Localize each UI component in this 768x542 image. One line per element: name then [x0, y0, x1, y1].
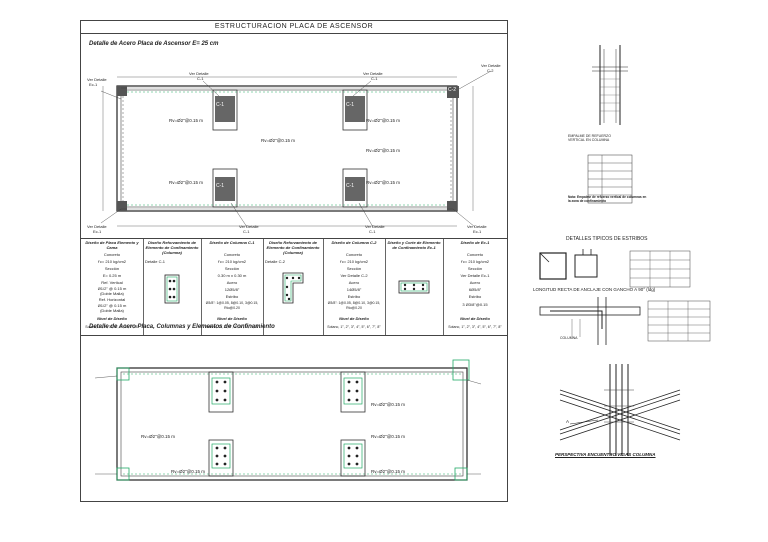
plan1-ver-detalle-bl: Ver Detalle [87, 224, 107, 229]
drawing-sheet: ESTRUCTURACION PLACA DE ASCENSOR Detalle… [80, 20, 508, 502]
empalme-label: EMPALME DE REFUERZO VERTICAL EN COLUMNA [568, 134, 611, 142]
plan1-c1-ref-b: C-1 [371, 76, 378, 81]
plan1-title: Detalle de Acero Placa de Ascensor E= 25… [89, 41, 219, 47]
plan1-c1-label-a: C-1 [216, 102, 225, 108]
perspectiva-detail [559, 364, 681, 456]
plan2-rebar-4: Rv=Ø2"@0.15 m [171, 469, 206, 474]
plan1-ver-detalle-tl: Ver Detalle [87, 77, 107, 82]
plan1-c1-ref-a: C-1 [197, 76, 204, 81]
design-table: Diseño de Placa Elemento y Cama Concreto… [81, 238, 507, 336]
sheet-title: ESTRUCTURACION PLACA DE ASCENSOR [81, 21, 507, 34]
plan1-c1-label-d: C-1 [346, 183, 355, 189]
plan1-drawing [100, 70, 492, 228]
table-col-columna-c2: Diseño de Columna C-2 Concreto f'c= 210 … [323, 239, 386, 335]
a-label: A [566, 419, 570, 424]
plan1-c2-label: C-2 [448, 87, 457, 93]
plan1-c2-ref: C-2 [487, 68, 494, 73]
plan1-rebar-5: Rv=Ø2"@0.15 m [169, 180, 204, 185]
plan1-ver-detalle-c1a: Ver Detalle [189, 71, 209, 76]
table-col-reforz-c1: Diseño Reforzamiento de Elemento de Conf… [143, 239, 202, 335]
plan1-rebar-3: Rv=Ø2"@0.15 m [366, 118, 401, 123]
plan1-rebar-2: Rv=Ø2"@0.15 m [261, 138, 296, 143]
plan2-rebar-1: Rv=Ø2"@0.15 m [371, 402, 406, 407]
plan2-rebar-2: Rv=Ø2"@0.15 m [141, 434, 176, 439]
plan2-title: Detalle de Acero Placa, Columnas y Eleme… [89, 324, 275, 330]
table-col-placa: Diseño de Placa Elemento y Cama Concreto… [81, 239, 144, 335]
plan1-ec1-br: Ec-1 [473, 229, 482, 234]
c2-section-sketch [282, 272, 304, 304]
columna-label: COLUMNA [560, 336, 578, 340]
ec1-section-sketch [398, 280, 430, 294]
empalme-nota: Nota: Empalme de refuerzo vertical de co… [568, 195, 647, 203]
anclaje-title: LONGITUD RECTA DE ANCLAJE CON GANCHO A 9… [533, 287, 656, 292]
plan1-ver-detalle-c2: Ver Detalle [481, 63, 501, 68]
plan1-c1-label-c: C-1 [216, 183, 225, 189]
plan1-rebar-1: Rv=Ø2"@0.15 m [169, 118, 204, 123]
plan1-rebar-6: Rv=Ø2"@0.15 m [366, 180, 401, 185]
empalme-detail [587, 45, 633, 204]
table-col-reforz-c2: Diseño Reforzamiento de Elemento de Conf… [263, 239, 324, 335]
table-col-ec1: Diseño de Ec-1 Concreto f'c= 210 kg/cm2 … [448, 240, 502, 329]
anclaje-detail [539, 297, 711, 345]
plan1-c1-ref-bc1: C-1 [243, 229, 250, 234]
plan1-ec1-bl: Ec-1 [93, 229, 102, 234]
plan2-rebar-5: Rv=Ø2"@0.15 m [371, 469, 406, 474]
estribos-title: DETALLES TIPICOS DE ESTRIBOS [566, 236, 648, 242]
plan1-ver-detalle-bc2: Ver Detalle [365, 224, 385, 229]
perspectiva-title: PERSPECTIVA ENCUENTRO VIGAS COLUMNA [555, 452, 656, 457]
plan1-ec1-tl: Ec-1 [89, 82, 98, 87]
plan1-ver-detalle-c1b: Ver Detalle [363, 71, 383, 76]
plan1-ver-detalle-bc1: Ver Detalle [239, 224, 259, 229]
table-col-columna-c1: Diseño de Columna C-1 Concreto f'c= 210 … [201, 239, 264, 335]
plan2-drawing [94, 359, 482, 481]
estribos-detail [539, 249, 691, 288]
plan1-rebar-4: Rv=Ø2"@0.15 m [366, 148, 401, 153]
c1-section-sketch [164, 274, 180, 304]
table-col-ec1-corte: Diseño y Corte de Elemento de Confinamie… [385, 239, 444, 335]
plan1-ver-detalle-br: Ver Detalle [467, 224, 487, 229]
plan1-c1-ref-bc2: C-1 [369, 229, 376, 234]
plan2-rebar-3: Rv=Ø2"@0.15 m [371, 434, 406, 439]
plan1-c1-label-b: C-1 [346, 102, 355, 108]
